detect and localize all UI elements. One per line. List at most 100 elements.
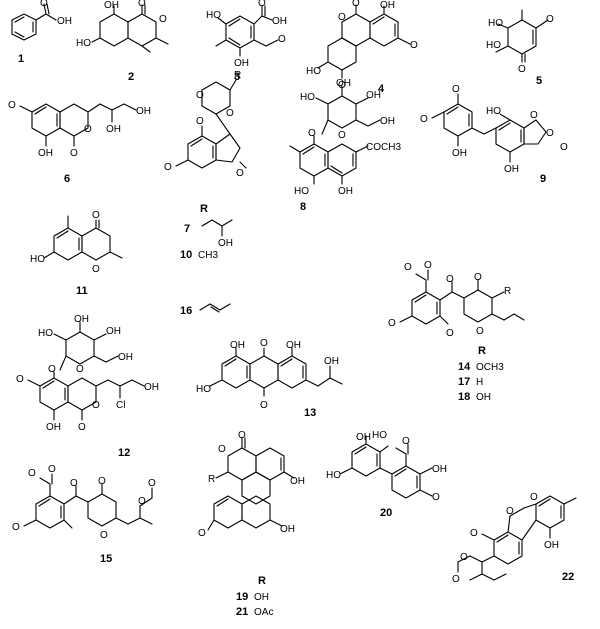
r-group-header: R: [258, 575, 266, 587]
label-oh: OH: [57, 16, 72, 27]
label-oh: OH: [324, 356, 339, 367]
label-ho: HO: [76, 38, 91, 49]
compound-number-5: 5: [536, 75, 542, 87]
compound-5-structure: HO HO O O 5: [486, 9, 554, 87]
label-o: O: [476, 326, 484, 337]
label-o: O: [388, 318, 396, 329]
label-oh: OH: [38, 148, 53, 159]
compound-number-7: 7: [184, 223, 190, 235]
label-oh: OH: [106, 326, 121, 337]
label-o: O: [260, 400, 268, 411]
compound-number-13: 13: [304, 407, 316, 419]
r-group-table-2: R 14 OCH3 17 H 18 OH: [458, 345, 504, 403]
label-o: O: [410, 40, 418, 51]
compound-number-2: 2: [128, 71, 134, 83]
label-ho: HO: [300, 92, 315, 103]
label-o: O: [402, 436, 410, 447]
label-oh: OH: [118, 352, 133, 363]
compound-number-9: 9: [540, 173, 546, 185]
label-o: O: [138, 0, 146, 9]
compound-11-structure: O O HO 11: [30, 210, 123, 297]
label-ho: HO: [30, 254, 45, 265]
label-o: O: [432, 492, 440, 503]
label-o: O: [546, 128, 554, 139]
label-oh: OH: [136, 106, 151, 117]
label-o: O: [470, 528, 478, 539]
label-oh: OH: [46, 422, 61, 433]
label-o: O: [148, 478, 156, 489]
label-o: O: [198, 528, 206, 539]
label-ho: HO: [372, 430, 387, 441]
label-oh: OH: [218, 238, 233, 249]
label-oh: OH: [230, 340, 245, 351]
label-och3: OCH3: [476, 362, 504, 373]
compound-4-structure: O O OH O HO O 4: [306, 0, 418, 95]
label-cl: Cl: [116, 400, 125, 411]
compound-3-structure: HO O OH OH O 3: [206, 0, 287, 83]
compound-number-14: 14: [458, 361, 471, 373]
label-oh: OH: [254, 592, 269, 603]
compound-number-19: 19: [236, 591, 248, 603]
compound-number-6: 6: [64, 173, 70, 185]
r-group-table-3: R 19 OH 21 OAc: [236, 575, 273, 618]
label-o: O: [76, 364, 84, 375]
compound-number-11: 11: [76, 285, 88, 297]
compound-6-structure: O OH OH O O OH 6: [8, 100, 151, 185]
compound-15-structure: O O O O O O O O 15: [12, 464, 156, 565]
compound-19-structure: O O R OH O OH: [198, 430, 305, 539]
label-o: O: [238, 430, 246, 441]
compound-number-15: 15: [100, 553, 112, 565]
label-o: O: [70, 148, 78, 159]
label-o: O: [424, 260, 432, 271]
label-o: O: [16, 374, 24, 385]
compound-2-structure: OH O O HO 2: [76, 0, 169, 83]
label-o: O: [138, 496, 146, 507]
label-ho: HO: [306, 66, 321, 77]
label-o: O: [560, 142, 568, 153]
label-o: O: [278, 34, 286, 45]
label-oh: OH: [544, 540, 559, 551]
compound-1-structure: O OH 1: [11, 0, 72, 65]
label-r: R: [208, 474, 215, 485]
label-o: O: [446, 274, 454, 285]
compound-number-4: 4: [378, 83, 385, 95]
label-oh: OH: [380, 116, 395, 127]
compound-12-structure: OH HO OH O OH O O OH Cl O O OH 12: [16, 314, 159, 459]
compound-number-3: 3: [234, 71, 240, 83]
label-o: O: [474, 272, 482, 283]
compound-number-12: 12: [118, 447, 130, 459]
label-o: O: [518, 64, 526, 75]
label-oh: OH: [432, 464, 447, 475]
compound-22-structure: O O O OH O O 22: [452, 492, 577, 585]
label-oh: OH: [504, 164, 519, 175]
compound-8-structure: OH HO OH O OH O COCH3 HO OH 8: [289, 78, 401, 213]
compound-13-structure: OH O OH OH HO O 13: [196, 338, 343, 419]
label-o: O: [164, 162, 172, 173]
label-o: O: [460, 552, 468, 563]
label-o: O: [446, 328, 454, 339]
label-ch3: CH3: [198, 250, 218, 261]
label-o: O: [338, 12, 346, 23]
label-o: O: [236, 168, 244, 179]
label-o: O: [404, 262, 412, 273]
label-o: O: [28, 468, 36, 479]
label-o: O: [98, 476, 106, 487]
label-ho: HO: [486, 40, 501, 51]
label-oh: OH: [290, 476, 305, 487]
label-oh: OH: [338, 186, 353, 197]
compound-number-10: 10: [180, 249, 192, 261]
label-o: O: [352, 0, 360, 9]
compound-number-16: 16: [180, 305, 192, 317]
compound-20-structure: HO O OH HO OH O 20: [326, 430, 447, 519]
label-ho: HO: [206, 10, 221, 21]
label-o: O: [78, 422, 86, 433]
label-oac: OAc: [254, 607, 273, 618]
label-h: H: [476, 377, 483, 388]
label-o: O: [196, 90, 204, 101]
label-o: O: [218, 444, 226, 455]
label-o: O: [196, 116, 204, 127]
label-oh: OH: [234, 58, 249, 69]
compound-14-structure: O O O O R O O O: [388, 260, 525, 339]
label-o: O: [226, 108, 234, 119]
